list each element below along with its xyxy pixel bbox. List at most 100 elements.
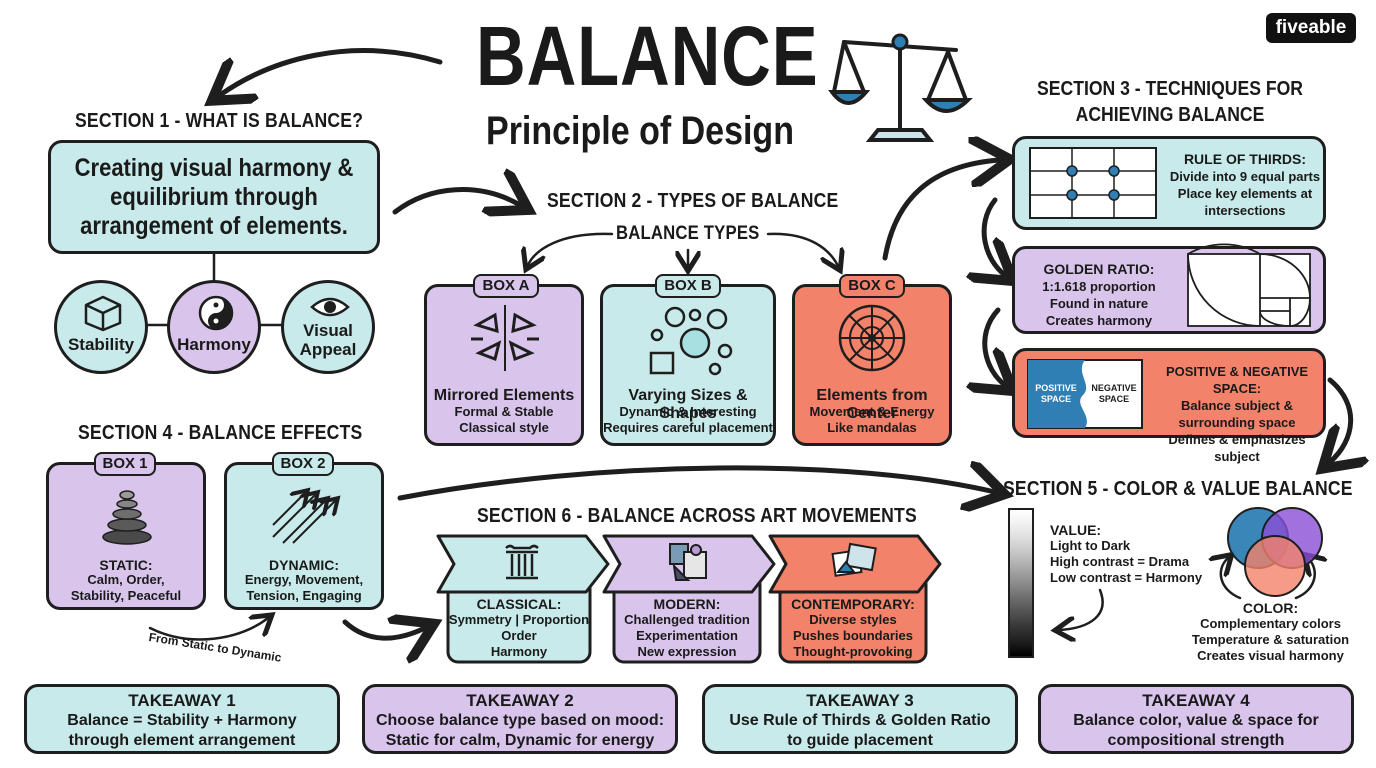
box-b-tag-text: BOX B bbox=[664, 277, 712, 294]
thirds-grid-icon bbox=[1029, 147, 1157, 219]
rule-of-thirds-text: RULE OF THIRDS: Divide into 9 equal part… bbox=[1165, 151, 1325, 219]
positive-negative-space-card: POSITIVE SPACE NEGATIVE SPACE POSITIVE &… bbox=[1012, 348, 1326, 464]
space-line-3: Defines & emphasizes subject bbox=[1168, 432, 1306, 464]
takeaway-3-text: TAKEAWAY 3 Use Rule of Thirds & Golden R… bbox=[705, 691, 1015, 751]
classical-text: CLASSICAL: Symmetry | Proportion Order H… bbox=[448, 596, 590, 660]
value-title: VALUE: bbox=[1050, 522, 1102, 538]
section6-heading: SECTION 6 - BALANCE ACROSS ART MOVEMENTS bbox=[477, 505, 917, 528]
color-venn-icon bbox=[1227, 507, 1323, 597]
box-2-line-1: Energy, Movement, bbox=[244, 572, 364, 587]
contemporary-title: CONTEMPORARY: bbox=[791, 596, 915, 612]
abstract-art-icon bbox=[669, 543, 707, 581]
mirror-symmetry-icon bbox=[471, 305, 539, 371]
section6-heading-text: SECTION 6 - BALANCE ACROSS ART MOVEMENTS bbox=[477, 505, 917, 527]
rule-of-thirds-line-3: intersections bbox=[1204, 203, 1286, 218]
box-2-dynamic: DYNAMIC: Energy, Movement, Tension, Enga… bbox=[224, 462, 384, 610]
mandala-icon bbox=[838, 304, 906, 372]
golden-ratio-line-1: 1:1.618 proportion bbox=[1042, 279, 1156, 294]
eye-icon bbox=[310, 297, 350, 317]
box-a-tag: BOX A bbox=[473, 274, 539, 298]
brand-logo: fiveable bbox=[1266, 13, 1356, 43]
color-title: COLOR: bbox=[1242, 600, 1299, 616]
cube-icon bbox=[84, 295, 122, 332]
box-b-line-2: Requires careful placement bbox=[603, 420, 773, 435]
arrow-static-to-dynamic bbox=[148, 618, 268, 641]
modern-title: MODERN: bbox=[653, 596, 721, 612]
section2-heading-text: SECTION 2 - TYPES OF BALANCE bbox=[547, 190, 839, 212]
takeaway-3-line-1: Use Rule of Thirds & Golden Ratio bbox=[729, 712, 991, 729]
section1-definition-box: Creating visual harmony & equilibrium th… bbox=[48, 140, 380, 254]
balance-types-text: BALANCE TYPES bbox=[616, 223, 760, 244]
golden-ratio-title: GOLDEN RATIO: bbox=[1043, 261, 1155, 277]
color-line-1: Complementary colors bbox=[1200, 616, 1341, 631]
modern-text: MODERN: Challenged tradition Experimenta… bbox=[614, 596, 760, 660]
box-a-line-1: Formal & Stable bbox=[454, 404, 554, 419]
contemporary-text: CONTEMPORARY: Diverse styles Pushes boun… bbox=[780, 596, 926, 660]
box-c-line-1: Movement & Energy bbox=[809, 404, 935, 419]
modern-line-3: New expression bbox=[637, 644, 737, 659]
box-c-line-2: Like mandalas bbox=[827, 420, 917, 435]
box-a-symmetrical: Mirrored Elements Formal & Stable Classi… bbox=[424, 284, 584, 446]
balance-scales-icon bbox=[828, 33, 973, 142]
space-line-1: Balance subject & bbox=[1181, 398, 1293, 413]
shapes-icon bbox=[649, 306, 733, 376]
visual-appeal-label: Visual Appeal bbox=[299, 321, 357, 359]
arrow-color-left bbox=[1221, 558, 1242, 600]
harmony-label: Harmony bbox=[177, 335, 251, 354]
golden-spiral-icon bbox=[1187, 243, 1311, 327]
classical-line-2: Order bbox=[501, 628, 537, 643]
column-icon bbox=[505, 544, 539, 580]
arrow-space-to-section5 bbox=[1330, 377, 1351, 462]
takeaway-4: TAKEAWAY 4 Balance color, value & space … bbox=[1038, 684, 1354, 754]
harmony-circle: Harmony bbox=[167, 280, 261, 374]
page-subtitle: Principle of Design bbox=[470, 108, 810, 154]
section1-definition: Creating visual harmony & equilibrium th… bbox=[74, 153, 354, 240]
takeaway-2-line-2: Static for calm, Dynamic for energy bbox=[385, 732, 655, 749]
rule-of-thirds-line-1: Divide into 9 equal parts bbox=[1169, 169, 1321, 184]
color-line-2: Temperature & saturation bbox=[1191, 632, 1350, 647]
box-c-tag-text: BOX C bbox=[848, 277, 896, 294]
arrow-section2-to-section3 bbox=[882, 160, 1000, 261]
classical-title: CLASSICAL: bbox=[476, 596, 562, 612]
arrow-types-to-box-c bbox=[766, 232, 838, 266]
box-1-line-1: Calm, Order, bbox=[87, 572, 165, 587]
takeaway-1: TAKEAWAY 1 Balance = Stability + Harmony… bbox=[24, 684, 340, 754]
takeaway-1-line-2: through element arrangement bbox=[68, 732, 296, 749]
takeaway-3-line-2: to guide placement bbox=[787, 732, 933, 749]
golden-ratio-line-3: Creates harmony bbox=[1045, 313, 1153, 328]
value-text: VALUE: Light to Dark High contrast = Dra… bbox=[1050, 522, 1220, 586]
contemporary-line-2: Pushes boundaries bbox=[793, 628, 913, 643]
value-scale bbox=[1008, 508, 1034, 658]
arrow-section4-to-section5 bbox=[397, 468, 995, 498]
movement-contemporary: CONTEMPORARY: Diverse styles Pushes boun… bbox=[768, 534, 946, 666]
brand-name: fiveable bbox=[1275, 17, 1347, 38]
stacked-stones-icon bbox=[102, 490, 152, 545]
classical-line-1: Symmetry | Proportion bbox=[448, 612, 590, 627]
space-text: POSITIVE & NEGATIVE SPACE: Balance subje… bbox=[1147, 363, 1327, 465]
section1-heading-text: SECTION 1 - WHAT IS BALANCE? bbox=[75, 110, 364, 132]
box-2-title: DYNAMIC: bbox=[269, 557, 339, 573]
takeaway-4-line-1: Balance color, value & space for bbox=[1073, 712, 1319, 729]
page-subtitle-text: Principle of Design bbox=[486, 109, 794, 153]
negative-space-label: NEGATIVE SPACE bbox=[1091, 383, 1137, 404]
classical-line-3: Harmony bbox=[490, 644, 548, 659]
space-line-2: surrounding space bbox=[1178, 415, 1296, 430]
arrow-golden-to-space bbox=[985, 307, 1005, 385]
arrow-value-scale bbox=[1060, 588, 1104, 630]
movement-classical: CLASSICAL: Symmetry | Proportion Order H… bbox=[436, 534, 614, 666]
box-1-tag-text: BOX 1 bbox=[102, 455, 148, 472]
section5-heading-text: SECTION 5 - COLOR & VALUE BALANCE bbox=[1003, 478, 1353, 500]
rule-of-thirds-title: RULE OF THIRDS: bbox=[1183, 151, 1307, 167]
rule-of-thirds-card: RULE OF THIRDS: Divide into 9 equal part… bbox=[1012, 136, 1326, 230]
section5-heading: SECTION 5 - COLOR & VALUE BALANCE bbox=[1003, 478, 1353, 501]
box-1-tag: BOX 1 bbox=[94, 452, 156, 476]
takeaway-4-text: TAKEAWAY 4 Balance color, value & space … bbox=[1041, 691, 1351, 751]
stability-circle: Stability bbox=[54, 280, 148, 374]
rule-of-thirds-line-2: Place key elements at bbox=[1177, 186, 1313, 201]
stability-label: Stability bbox=[67, 335, 135, 354]
box-b-title: Varying Sizes & Shapes bbox=[628, 387, 748, 423]
space-title: POSITIVE & NEGATIVE SPACE: bbox=[1165, 364, 1309, 396]
box-a-line-2: Classical style bbox=[459, 420, 549, 435]
box-b-line-1: Dynamic & Interesting bbox=[619, 404, 757, 419]
arrow-section1-to-section2 bbox=[392, 190, 520, 212]
